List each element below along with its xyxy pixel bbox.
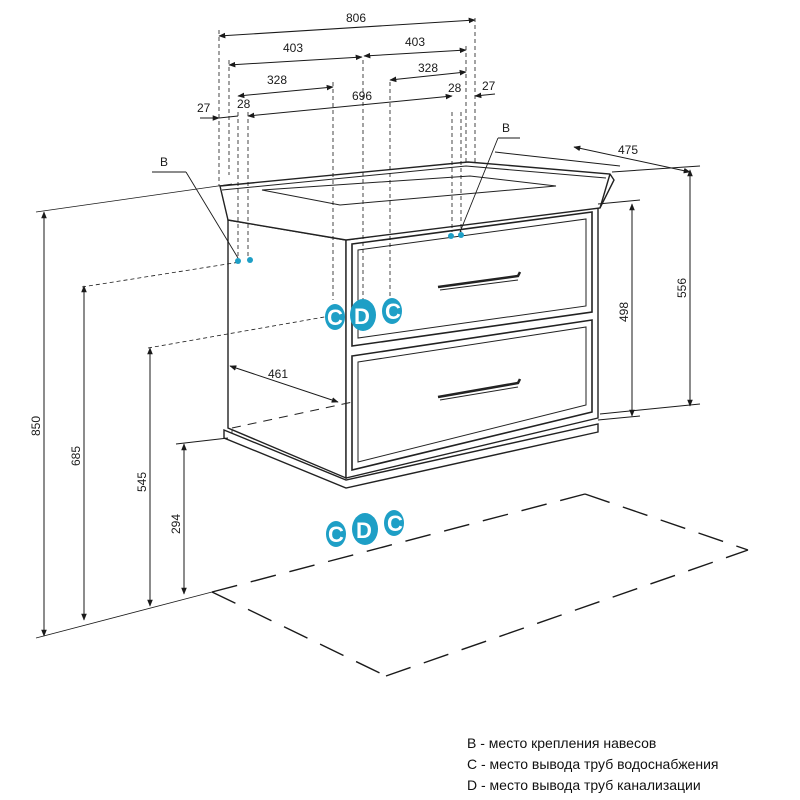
svg-text:C: C — [385, 299, 401, 324]
label-328-left: 328 — [267, 73, 287, 87]
dim-line-806 — [218, 17, 476, 39]
label-b-right: B — [502, 121, 510, 135]
marker-c-floor-left: C — [326, 521, 346, 547]
label-545: 545 — [135, 472, 149, 492]
floor-outline — [211, 493, 749, 677]
dim-line-403-right — [363, 47, 467, 59]
svg-text:D: D — [356, 518, 372, 543]
right-height-dimensions — [597, 165, 701, 421]
marker-d-floor: D — [352, 513, 378, 545]
b-point — [458, 232, 464, 238]
label-461: 461 — [268, 367, 288, 381]
dim-line-328-left — [237, 84, 334, 99]
b-leaders — [152, 137, 520, 259]
svg-text:D: D — [354, 304, 370, 329]
wall-pipe-markers: C D C — [325, 298, 402, 331]
label-27-left: 27 — [197, 101, 211, 115]
label-b-left: B — [160, 155, 168, 169]
label-850: 850 — [29, 416, 43, 436]
dim-line-328-right — [389, 69, 467, 83]
label-328-right: 328 — [418, 61, 438, 75]
marker-c-floor-right: C — [384, 510, 404, 536]
label-28-right: 28 — [448, 81, 462, 95]
marker-d-wall: D — [350, 299, 376, 331]
dim-line-696 — [247, 93, 453, 119]
b-point — [247, 257, 253, 263]
dim-line-403-left — [228, 54, 363, 68]
extension-lines — [81, 18, 476, 349]
label-403-right: 403 — [405, 35, 425, 49]
svg-text:C: C — [328, 522, 344, 547]
b-point — [448, 233, 454, 239]
label-806: 806 — [346, 11, 366, 25]
svg-text:C: C — [387, 511, 403, 536]
b-points — [235, 232, 464, 264]
left-height-dimensions — [41, 211, 229, 637]
b-point — [235, 258, 241, 264]
label-556: 556 — [675, 278, 689, 298]
marker-c-wall-left: C — [325, 304, 345, 330]
label-28-left: 28 — [237, 97, 251, 111]
marker-c-wall-right: C — [382, 298, 402, 324]
legend: B - место крепления навесов C - место вы… — [467, 733, 718, 796]
floor-pipe-markers: C D C — [326, 510, 404, 547]
washbasin — [219, 161, 615, 241]
label-685: 685 — [69, 446, 83, 466]
upper-drawer-handle — [437, 271, 522, 289]
top-dimensions — [200, 17, 496, 121]
legend-item-c: C - место вывода труб водоснабжения — [467, 756, 719, 772]
label-403-left: 403 — [283, 41, 303, 55]
label-475: 475 — [618, 143, 638, 157]
label-696: 696 — [352, 89, 372, 103]
legend-item-b: B - место крепления навесов — [467, 735, 657, 751]
label-498: 498 — [617, 302, 631, 322]
label-27-right: 27 — [482, 79, 496, 93]
lower-drawer-handle — [437, 378, 522, 399]
cabinet — [223, 204, 599, 489]
legend-item-d: D - место вывода труб канализации — [467, 777, 701, 793]
label-294: 294 — [169, 514, 183, 534]
dimension-labels: 806 403 403 328 328 27 28 696 28 27 475 … — [29, 11, 689, 534]
svg-text:C: C — [327, 305, 343, 330]
